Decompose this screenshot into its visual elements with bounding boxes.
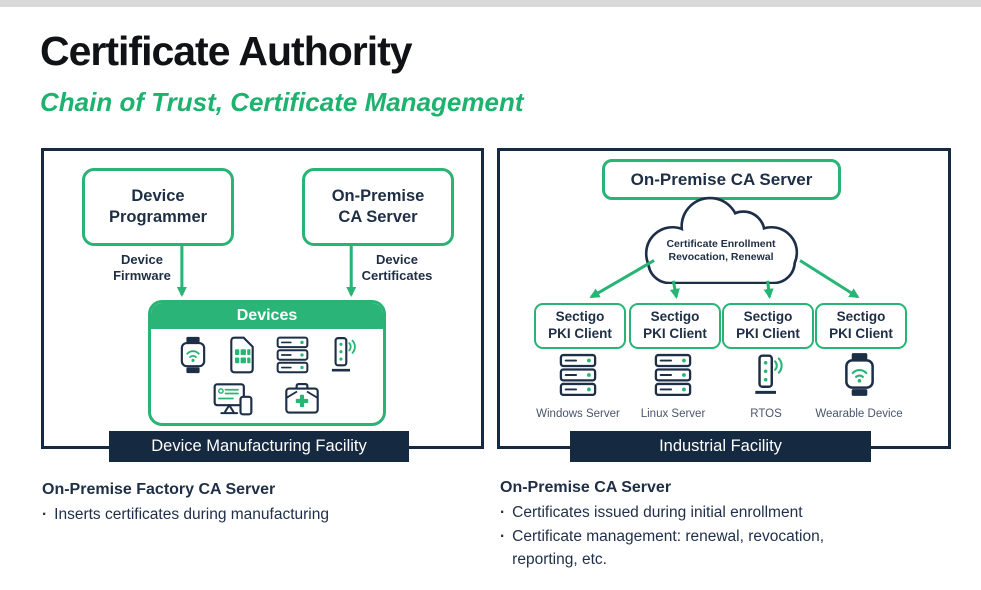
rtos-device-icon: [329, 336, 357, 374]
page-title: Certificate Authority: [40, 28, 413, 74]
machine-label-windows-server: Windows Server: [536, 408, 620, 420]
left-note: On-Premise Factory CA Server · Inserts c…: [42, 481, 472, 526]
left-note-bullet-1: · Inserts certificates during manufactur…: [42, 504, 472, 526]
bullet-glyph: ·: [500, 528, 506, 546]
device-programmer-box: Device Programmer: [82, 168, 234, 246]
machine-label-wearable-device: Wearable Device: [815, 408, 903, 420]
devices-box-header: Devices: [151, 303, 383, 329]
page-top-edge: [0, 0, 981, 7]
device-firmware-label: Device Firmware: [113, 252, 171, 284]
smartwatch-icon: [842, 352, 877, 397]
medical-bag-icon: [283, 381, 321, 416]
industrial-facility-banner: Industrial Facility: [570, 431, 871, 462]
enrollment-arrow-4: [799, 259, 860, 299]
cloud-label: Certificate Enrollment Revocation, Renew…: [666, 238, 776, 264]
server-stack-icon: [654, 353, 692, 397]
pki-client-box-4: Sectigo PKI Client: [815, 303, 907, 349]
machine-label-rtos: RTOS: [750, 408, 782, 420]
pki-client-box-1: Sectigo PKI Client: [534, 303, 626, 349]
right-note-bullet-2: · Certificate management: renewal, revoc…: [500, 526, 960, 571]
device-manufacturing-panel: Device Programmer On-Premise CA Server D…: [41, 148, 484, 462]
devices-box-body: [151, 329, 383, 423]
devices-box: Devices: [148, 300, 386, 426]
device-certificates-label: Device Certificates: [361, 252, 433, 284]
server-stack-icon: [276, 336, 309, 374]
pki-client-box-2: Sectigo PKI Client: [629, 303, 721, 349]
on-premise-ca-server-box-right: On-Premise CA Server: [602, 159, 841, 200]
server-stack-icon: [559, 353, 597, 397]
bullet-glyph: ·: [500, 504, 506, 521]
bullet-glyph: ·: [42, 506, 48, 523]
left-note-heading: On-Premise Factory CA Server: [42, 481, 276, 498]
device-manufacturing-facility-banner: Device Manufacturing Facility: [109, 431, 409, 462]
on-premise-ca-server-box-left: On-Premise CA Server: [302, 168, 454, 246]
industrial-facility-panel: On-Premise CA Server Certificate Enrollm…: [497, 148, 951, 462]
smartwatch-icon: [178, 336, 208, 374]
rtos-device-icon: [752, 353, 784, 397]
sim-card-icon: [228, 336, 256, 374]
right-note-bullet-1: · Certificates issued during initial enr…: [500, 502, 960, 524]
monitor-phone-icon: [213, 381, 253, 416]
page-subtitle: Chain of Trust, Certificate Management: [40, 87, 524, 117]
pki-client-box-3: Sectigo PKI Client: [722, 303, 814, 349]
right-note: On-Premise CA Server · Certificates issu…: [500, 479, 960, 571]
machine-label-linux-server: Linux Server: [640, 408, 706, 420]
right-note-heading: On-Premise CA Server: [500, 479, 672, 496]
